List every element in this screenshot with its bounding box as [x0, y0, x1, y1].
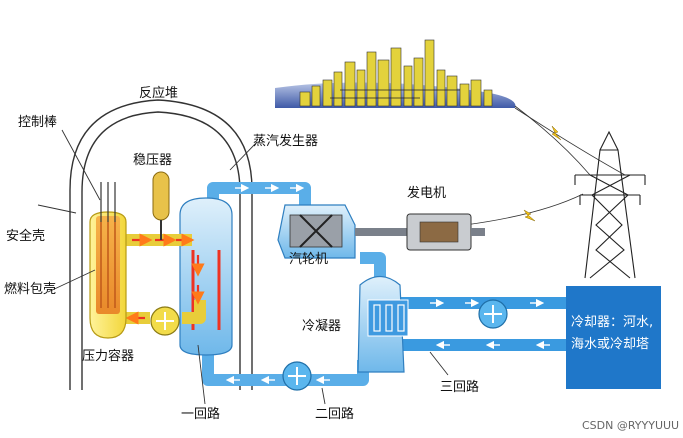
watermark-text: CSDN @RYYYUUU [582, 419, 680, 432]
cooling-pump [478, 299, 508, 329]
turbine-shaft [355, 228, 407, 236]
primary-pump [150, 306, 180, 336]
pressurizer [152, 171, 170, 240]
transmission-tower [574, 130, 646, 279]
secondary-flow-arrows [225, 183, 330, 385]
pressure-vessel [89, 211, 127, 339]
city-skyline [275, 39, 516, 108]
steam-generator [179, 197, 233, 356]
label-fuel-cladding: 燃料包壳 [4, 282, 57, 297]
control-rods [100, 182, 116, 222]
lightning-icon [523, 125, 562, 222]
turbine [277, 204, 356, 259]
label-loop3: 三回路 [440, 380, 480, 395]
label-condenser: 冷凝器 [302, 319, 342, 334]
leader-lines [37, 129, 449, 405]
power-lines [464, 105, 626, 226]
label-control-rod: 控制棒 [18, 115, 58, 130]
primary-flow-arrows [125, 233, 205, 325]
label-steam-generator: 蒸汽发生器 [253, 134, 319, 149]
label-reactor: 反应堆 [139, 86, 179, 101]
label-containment: 安全壳 [6, 229, 46, 244]
generator [406, 213, 485, 251]
label-turbine: 汽轮机 [289, 252, 329, 267]
cooler-box [566, 286, 661, 389]
label-loop1: 一回路 [181, 407, 221, 422]
label-cooler-line1: 冷却器：河水, [571, 315, 654, 330]
feedwater-pump [282, 361, 312, 391]
label-pressure-vessel: 压力容器 [82, 349, 135, 364]
cooling-flow-arrows [430, 298, 550, 350]
label-generator: 发电机 [407, 186, 447, 201]
label-pressurizer: 稳压器 [133, 153, 173, 168]
containment-building [69, 99, 253, 390]
label-cooler-line2: 海水或冷却塔 [571, 337, 650, 352]
label-loop2: 二回路 [315, 407, 355, 422]
condenser [357, 275, 409, 373]
